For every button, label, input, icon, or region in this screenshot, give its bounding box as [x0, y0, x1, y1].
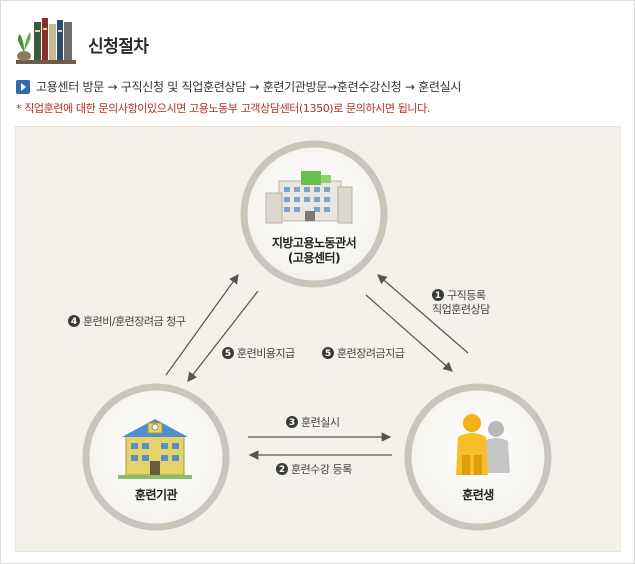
building-icon — [265, 171, 353, 224]
step-5b-label: 훈련장려금지급 — [337, 347, 405, 360]
step-1-label: 구직등록 — [447, 289, 486, 302]
play-bullet-icon — [16, 79, 30, 94]
node-center-sublabel: (고용센터) — [288, 250, 340, 265]
arrow-institution-to-center — [165, 274, 239, 376]
svg-text:1: 1 — [435, 291, 441, 301]
step-4: 4 훈련비/훈련장려금 청구 — [68, 315, 186, 328]
step-5a-label: 훈련비용지급 — [237, 347, 295, 360]
procedure-line: 고용센터 방문 → 구직신청 및 직업훈련상담 → 훈련기관방문→훈련수강신청 … — [16, 78, 461, 95]
svg-text:2: 2 — [279, 465, 285, 475]
node-center: 지방고용노동관서 (고용센터) — [240, 140, 388, 288]
step-1-sublabel: 직업훈련상담 — [432, 303, 490, 316]
page-header: 신청절차 — [14, 12, 624, 68]
step-5a: 5 훈련비용지급 — [222, 347, 296, 360]
arrow-center-to-institution — [187, 290, 259, 382]
page-title: 신청절차 — [88, 37, 149, 57]
step-2: 2 훈련수강 등록 — [276, 463, 353, 476]
arrow-trainee-to-center — [377, 274, 469, 354]
procedure-text: 고용센터 방문 → 구직신청 및 직업훈련상담 → 훈련기관방문→훈련수강신청 … — [36, 80, 462, 94]
step-5b: 5 훈련장려금지급 — [322, 347, 405, 360]
svg-text:5: 5 — [325, 349, 331, 359]
step-3-label: 훈련실시 — [301, 416, 339, 429]
node-institution-label: 훈련기관 — [135, 487, 178, 502]
step-2-label: 훈련수강 등록 — [291, 463, 352, 476]
school-icon — [118, 419, 192, 479]
node-trainee-label: 훈련생 — [462, 487, 494, 502]
arrow-center-to-trainee — [365, 294, 453, 372]
inquiry-note: * 직업훈련에 대한 문의사항이있으시면 고용노동부 고객상담센터(1350)로… — [16, 102, 430, 115]
step-1: 1 구직등록 직업훈련상담 — [432, 289, 491, 316]
svg-text:3: 3 — [289, 418, 295, 428]
svg-text:4: 4 — [71, 317, 77, 327]
node-center-label: 지방고용노동관서 — [272, 235, 356, 250]
node-institution: 훈련기관 — [82, 383, 230, 531]
svg-text:5: 5 — [225, 349, 231, 359]
step-4-label: 훈련비/훈련장려금 청구 — [83, 315, 186, 328]
books-icon — [16, 18, 76, 64]
step-3: 3 훈련실시 — [286, 416, 340, 429]
node-trainee: 훈련생 — [404, 383, 552, 531]
people-icon — [456, 414, 510, 475]
process-diagram: 지방고용노동관서 (고용센터) 훈련기관 — [15, 126, 621, 552]
